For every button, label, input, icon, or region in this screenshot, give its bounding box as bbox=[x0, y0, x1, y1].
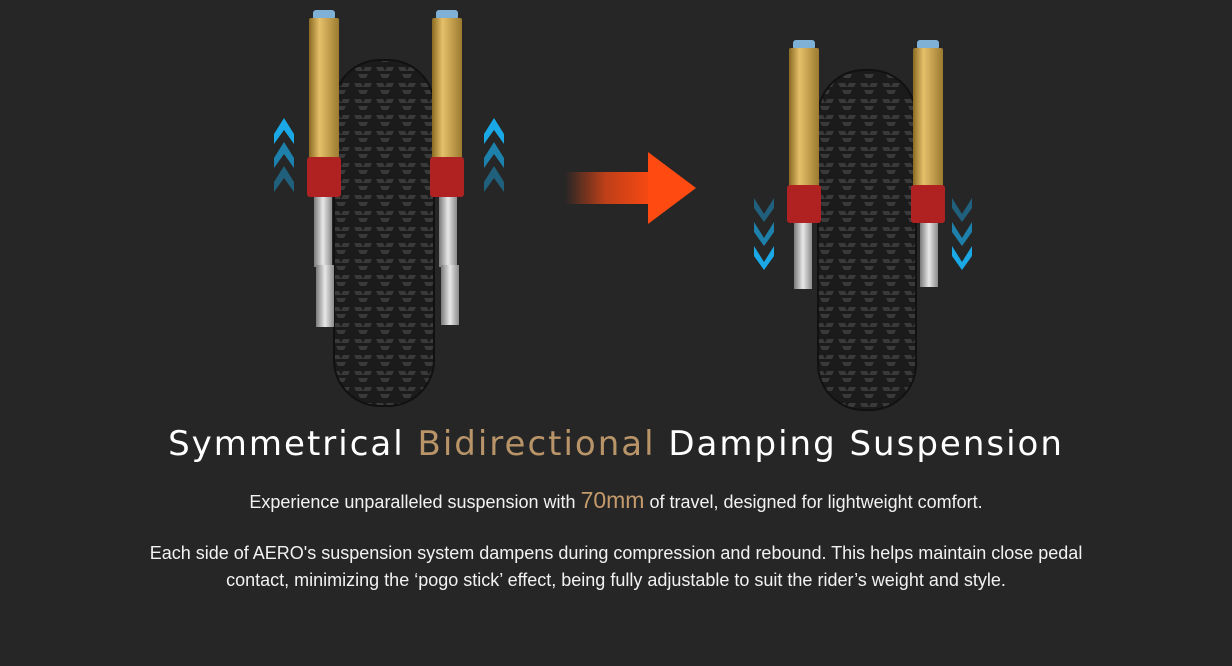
title-part-2: Damping Suspension bbox=[655, 424, 1064, 464]
fork-compressed bbox=[787, 40, 945, 411]
section-title: Symmetrical Bidirectional Damping Suspen… bbox=[0, 420, 1232, 468]
title-accent: Bidirectional bbox=[417, 424, 656, 464]
tire-left bbox=[333, 59, 435, 407]
description-text: Each side of AERO's suspension system da… bbox=[149, 543, 1083, 590]
title-part-1: Symmetrical bbox=[168, 424, 418, 464]
chevron-down-icon bbox=[754, 198, 774, 270]
arrow-right-icon bbox=[565, 152, 696, 224]
lead-text: Experience unparalleled suspension with … bbox=[0, 484, 1232, 518]
chevron-up-icon bbox=[484, 118, 504, 192]
chevron-up-icon bbox=[274, 118, 294, 192]
fork-extended bbox=[307, 10, 464, 407]
tire-right bbox=[817, 69, 917, 411]
lead-after: of travel, designed for lightweight comf… bbox=[644, 492, 983, 512]
travel-highlight: 70mm bbox=[580, 487, 645, 513]
lead-before: Experience unparalleled suspension with bbox=[249, 492, 581, 512]
chevron-down-icon bbox=[952, 198, 972, 270]
suspension-illustration bbox=[274, 10, 972, 411]
